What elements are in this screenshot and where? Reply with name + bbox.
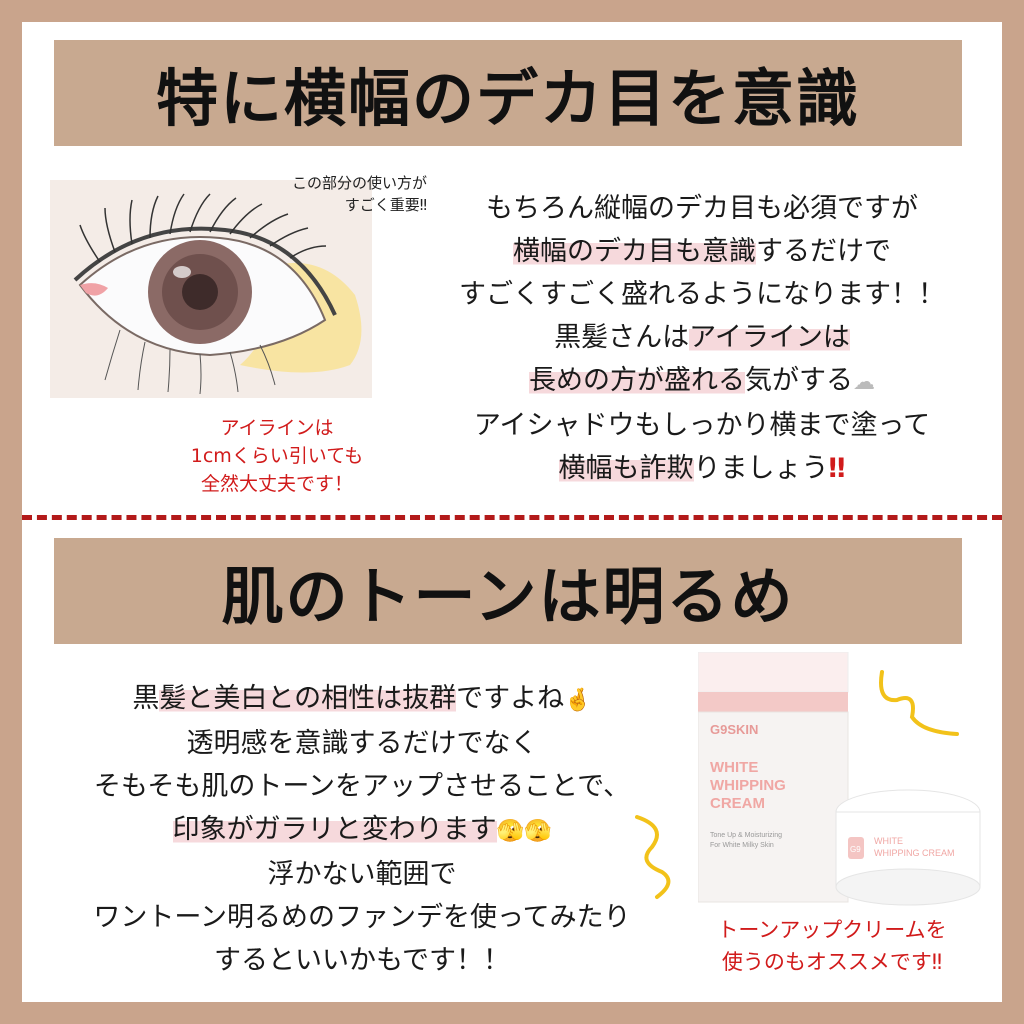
content-card: 特に横幅のデカ目を意識 [22,22,1002,1002]
s1-line-0: もちろん縦幅のデカ目も必須ですが [486,193,918,224]
svg-text:WHIPPING CREAM: WHIPPING CREAM [874,848,955,858]
s2-line-4: 浮かない範囲で [267,859,457,890]
jar-logo: G9 [850,845,861,854]
whipping-cream-product: G9SKIN WHITE WHIPPING CREAM Tone Up & Mo… [697,651,981,906]
section2-title: 肌のトーンは明るめ [221,560,795,633]
s1-line-6: 横幅も詐欺りましょう‼ [558,453,846,484]
s1-line-2: すごくすごく盛れるようになります！！ [459,279,945,310]
s2-line-1: 透明感を意識するだけでなく [186,728,538,759]
squiggle-decoration-left [635,815,671,899]
s1-line-4: 長めの方が盛れる気がする☁ [529,365,875,396]
svg-text:Tone Up & Moisturizing: Tone Up & Moisturizing [710,832,782,839]
s1-line-5: アイシャドウもしっかり横まで塗って [473,410,931,441]
svg-text:WHITE: WHITE [874,836,903,846]
svg-text:WHIPPING: WHIPPING [710,777,786,794]
cloud-icon: ☁ [853,370,875,395]
cream-recommendation-note: トーンアップクリームを 使うのもオススメです‼ [717,918,947,974]
product-brand: G9SKIN [710,722,758,737]
s2-line-3: 印象がガラリと変わります🫣🫣 [172,814,552,845]
dashed-divider [22,515,1002,520]
section1-title: 特に横幅のデカ目を意識 [155,62,860,135]
section1-body: もちろん縦幅のデカ目も必須ですが 横幅のデカ目も意識するだけで すごくすごく盛れ… [402,187,1002,490]
section1-title-banner: 特に横幅のデカ目を意識 [54,40,962,146]
product-image: G9SKIN WHITE WHIPPING CREAM Tone Up & Mo… [697,651,988,922]
eye-illustration [50,180,372,398]
svg-text:For White Milky Skin: For White Milky Skin [710,842,774,849]
crossed-fingers-icon: 🤞 [564,688,592,713]
s2-line-6: するといいかもです！！ [214,945,510,976]
section2-body: 黒髪と美白との相性は抜群ですよね🤞 透明感を意識するだけでなく そもそも肌のトー… [22,677,702,982]
eye-drawing [50,180,372,398]
s2-line-0: 黒髪と美白との相性は抜群ですよね🤞 [132,683,592,714]
peeking-face-icon: 🫣🫣 [496,819,552,844]
s1-line-3: 黒髪さんはアイラインは [554,322,850,353]
s2-line-2: そもそも肌のトーンをアップさせることで、 [93,771,631,802]
svg-text:CREAM: CREAM [710,795,765,812]
eyeliner-note: アイラインは 1cmくらい引いても 全然大丈夫です！ [190,417,364,495]
squiggle-decoration-top [879,670,959,736]
double-exclamation-icon: ‼ [828,453,846,484]
s2-line-5: ワントーン明るめのファンデを使ってみたり [93,902,631,933]
svg-text:WHITE: WHITE [710,759,758,776]
s1-line-1: 横幅のデカ目も意識するだけで [513,236,891,267]
eye-note: この部分の使い方が すごく重要‼ [291,174,427,214]
section2-title-banner: 肌のトーンは明るめ [54,538,962,644]
